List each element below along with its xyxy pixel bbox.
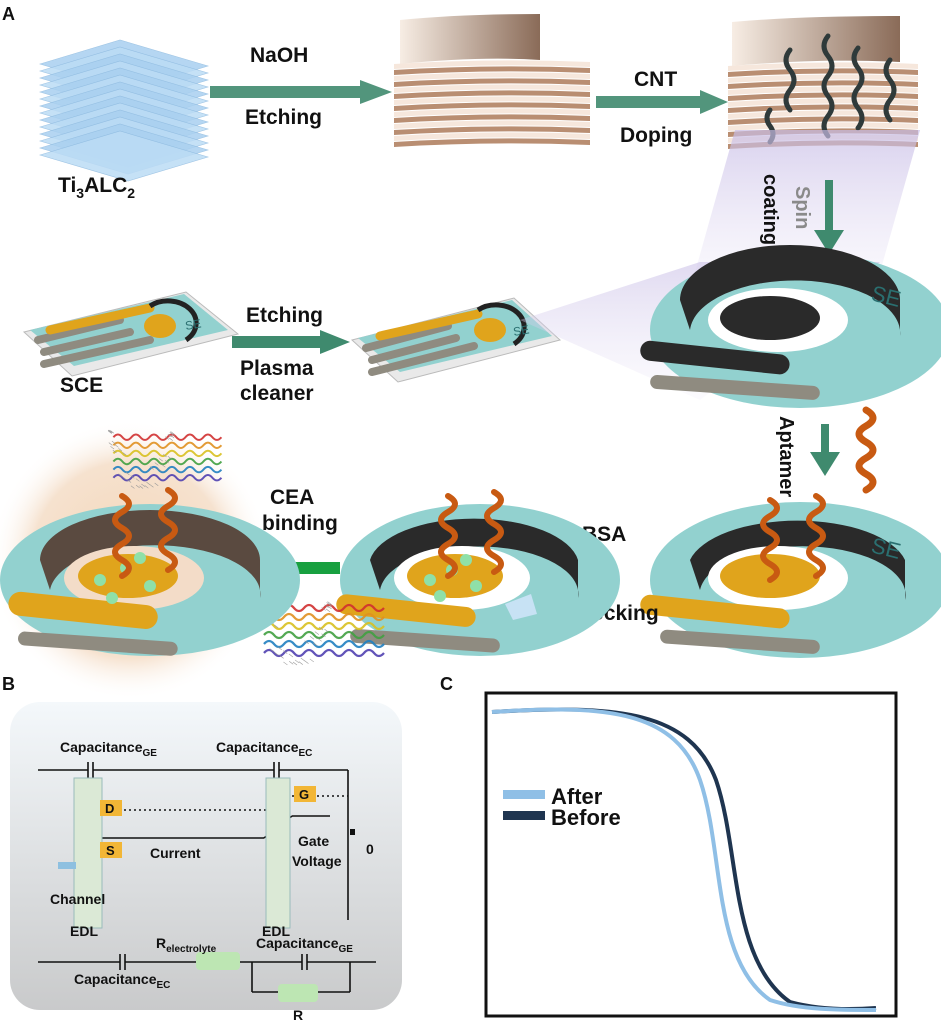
aptamer-strand-free	[855, 406, 877, 494]
label-cea: CEA	[270, 486, 314, 509]
label-binding: binding	[262, 512, 338, 535]
drain-badge	[100, 800, 122, 816]
source-badge	[100, 842, 122, 858]
label-s: S	[106, 843, 115, 858]
label-r: R	[293, 1007, 303, 1023]
label-cap-ec-bottom: CapacitanceEC	[74, 971, 170, 991]
magnified-electrode-cea	[0, 420, 300, 700]
label-voltage: Voltage	[292, 853, 342, 869]
curve-after	[491, 707, 877, 1012]
label-g: G	[299, 787, 309, 802]
label-edl-left: EDL	[70, 923, 98, 939]
label-etching-1: Etching	[245, 106, 322, 129]
label-doping: Doping	[620, 124, 692, 147]
magnified-electrode-coated: SE	[640, 245, 941, 408]
magnified-electrode-aptamer: SE	[640, 493, 941, 658]
label-cap-ge-bottom: CapacitanceGE	[256, 935, 353, 955]
label-zero: 0	[366, 841, 374, 857]
electrode-logo-1: SE	[184, 316, 202, 333]
arrow-spin-coating	[814, 180, 844, 254]
electrode-logo-2: SE	[512, 322, 530, 339]
gate-tick	[350, 829, 355, 835]
ti3alc2-stack	[38, 39, 210, 182]
label-etching-2: Etching	[246, 304, 323, 327]
magnified-electrode-bsa	[336, 489, 620, 656]
circuit-panel	[10, 702, 402, 1010]
label-d: D	[105, 801, 114, 816]
panel-c-label: C	[440, 674, 453, 694]
label-current: Current	[150, 845, 201, 861]
r-box	[278, 984, 318, 1002]
label-spin: Spin	[791, 186, 813, 229]
legend-before: Before	[551, 805, 621, 830]
label-cap-ec: CapacitanceEC	[216, 739, 312, 759]
edl-bar-left	[73, 777, 103, 929]
channel-marker	[58, 862, 76, 869]
label-channel: Channel	[50, 891, 105, 907]
mxene-flakes	[394, 14, 590, 147]
label-plasma: Plasma	[240, 357, 314, 380]
label-r-electrolyte: Relectrolyte	[156, 935, 217, 955]
treated-electrode: SE	[350, 297, 562, 383]
material-label: Ti3ALC2	[58, 174, 135, 201]
label-aptamer: Aptamer	[775, 416, 797, 497]
label-coating: coating	[759, 174, 781, 245]
label-edl-right: EDL	[262, 923, 290, 939]
legend-after: After	[551, 784, 603, 809]
plot-frame	[484, 691, 898, 1018]
gate-badge	[294, 786, 316, 802]
arrow-etching-plasma	[232, 330, 350, 354]
sce-electrode: SE	[22, 291, 240, 377]
arrow-naoh-etching	[210, 80, 392, 104]
label-naoh: NaOH	[250, 44, 308, 67]
panel-b-label: B	[2, 674, 15, 694]
arrow-aptamer	[810, 424, 840, 476]
panel-a-label: A	[2, 4, 15, 24]
label-gate: Gate	[298, 833, 329, 849]
label-sce: SCE	[60, 374, 103, 397]
mxene-cnt-flakes	[728, 16, 918, 149]
legend-before-swatch	[503, 811, 545, 820]
label-cap-ge: CapacitanceGE	[60, 739, 157, 759]
arrow-cnt-doping	[596, 90, 728, 114]
r-electrolyte-box	[196, 952, 240, 970]
legend-after-swatch	[503, 790, 545, 799]
label-cleaner: cleaner	[240, 382, 314, 405]
label-cnt: CNT	[634, 68, 677, 91]
edl-bar-right	[265, 777, 291, 929]
